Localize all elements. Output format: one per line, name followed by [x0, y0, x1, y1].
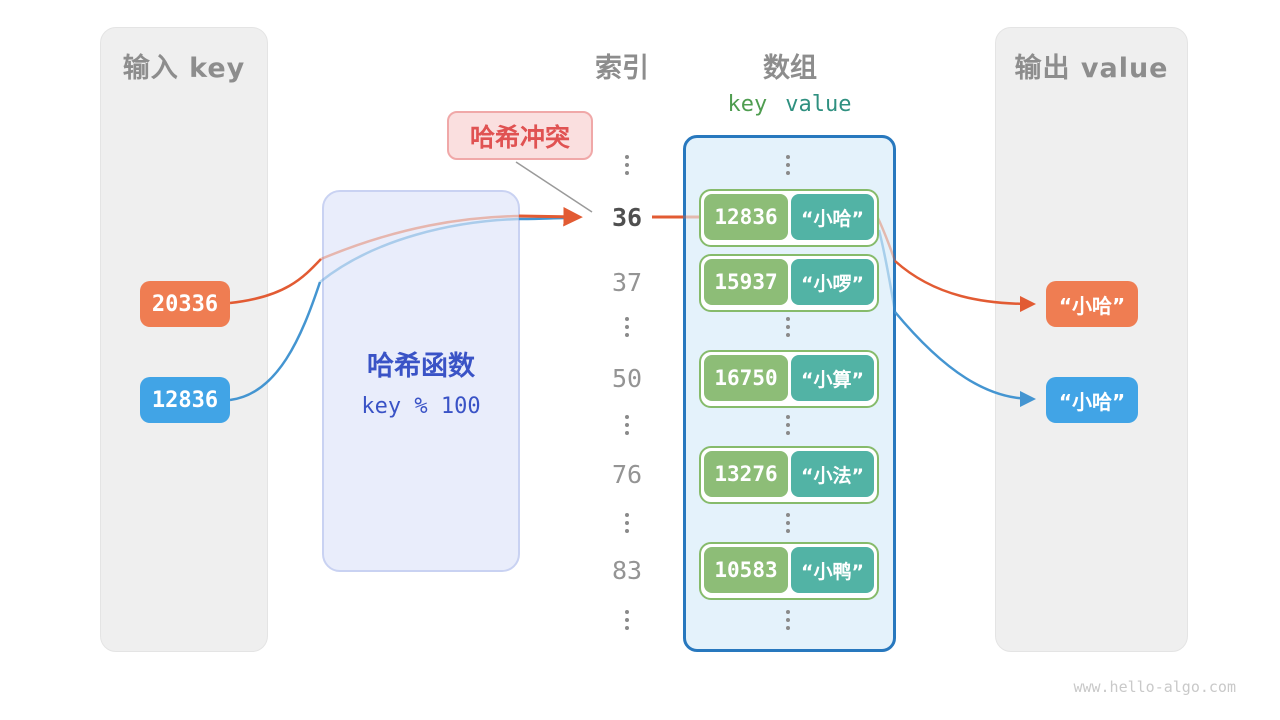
arrow-row-to-output-orange: [894, 260, 1037, 313]
ellipsis-icon: [781, 317, 795, 337]
key-value-header: key value: [683, 92, 896, 117]
row-value: “小哈”: [791, 194, 874, 240]
hash-function-formula: key % 100: [361, 394, 481, 419]
index-value-83: 83: [611, 556, 643, 585]
arrow-key20336-to-hash: [229, 258, 322, 305]
ellipsis-icon: [620, 155, 634, 175]
input-panel-title: 输入 key: [122, 53, 246, 84]
array-column-header: 数组: [763, 53, 817, 84]
ellipsis-icon: [620, 317, 634, 337]
hash-function-box: [322, 190, 520, 572]
index-value-36: 36: [611, 203, 643, 232]
index-value-37: 37: [611, 268, 643, 297]
key-header-label: key: [727, 92, 768, 117]
hash-collision-text: 哈希冲突: [469, 122, 570, 152]
row-key: 13276: [704, 451, 788, 497]
hash-collision-label: 哈希冲突: [447, 111, 593, 160]
hash-function-title: 哈希函数: [367, 351, 475, 382]
input-panel: [100, 27, 268, 652]
ellipsis-icon: [620, 610, 634, 630]
watermark: www.hello-algo.com: [1073, 678, 1236, 696]
output-panel: [995, 27, 1188, 652]
index-value-76: 76: [611, 460, 643, 489]
ellipsis-icon: [781, 513, 795, 533]
ellipsis-icon: [781, 415, 795, 435]
output-panel-title: 输出 value: [1014, 53, 1169, 84]
index-value-50: 50: [611, 364, 643, 393]
row-key: 15937: [704, 259, 788, 305]
row-value: “小法”: [791, 451, 874, 497]
index-column-header: 索引: [595, 53, 649, 84]
row-key: 10583: [704, 547, 788, 593]
row-value: “小鸭”: [791, 547, 874, 593]
input-key-12836: 12836: [140, 377, 230, 423]
arrow-key12836-to-hash: [229, 281, 322, 402]
output-value-blue: “小哈”: [1046, 377, 1138, 423]
value-header-label: value: [785, 92, 852, 117]
arrow-hash-to-index36: [518, 207, 583, 227]
row-value: “小算”: [791, 355, 874, 401]
row-key: 16750: [704, 355, 788, 401]
array-row: 13276 “小法”: [699, 446, 879, 504]
input-key-20336: 20336: [140, 281, 230, 327]
collision-pointer-line: [515, 161, 593, 213]
array-row: 16750 “小算”: [699, 350, 879, 408]
ellipsis-icon: [620, 513, 634, 533]
ellipsis-icon: [781, 610, 795, 630]
arrow-row-inside-panel-blue: [877, 229, 897, 313]
ellipsis-icon: [781, 155, 795, 175]
output-value-orange: “小哈”: [1046, 281, 1138, 327]
array-row: 10583 “小鸭”: [699, 542, 879, 600]
arrow-key12836-inside-hash: [319, 217, 520, 283]
array-row: 15937 “小啰”: [699, 254, 879, 312]
arrow-key20336-inside-hash: [320, 214, 520, 261]
arrow-row-to-output-blue: [894, 311, 1037, 408]
row-key: 12836: [704, 194, 788, 240]
row-value: “小啰”: [791, 259, 874, 305]
array-row: 12836 “小哈”: [699, 189, 879, 247]
ellipsis-icon: [620, 415, 634, 435]
